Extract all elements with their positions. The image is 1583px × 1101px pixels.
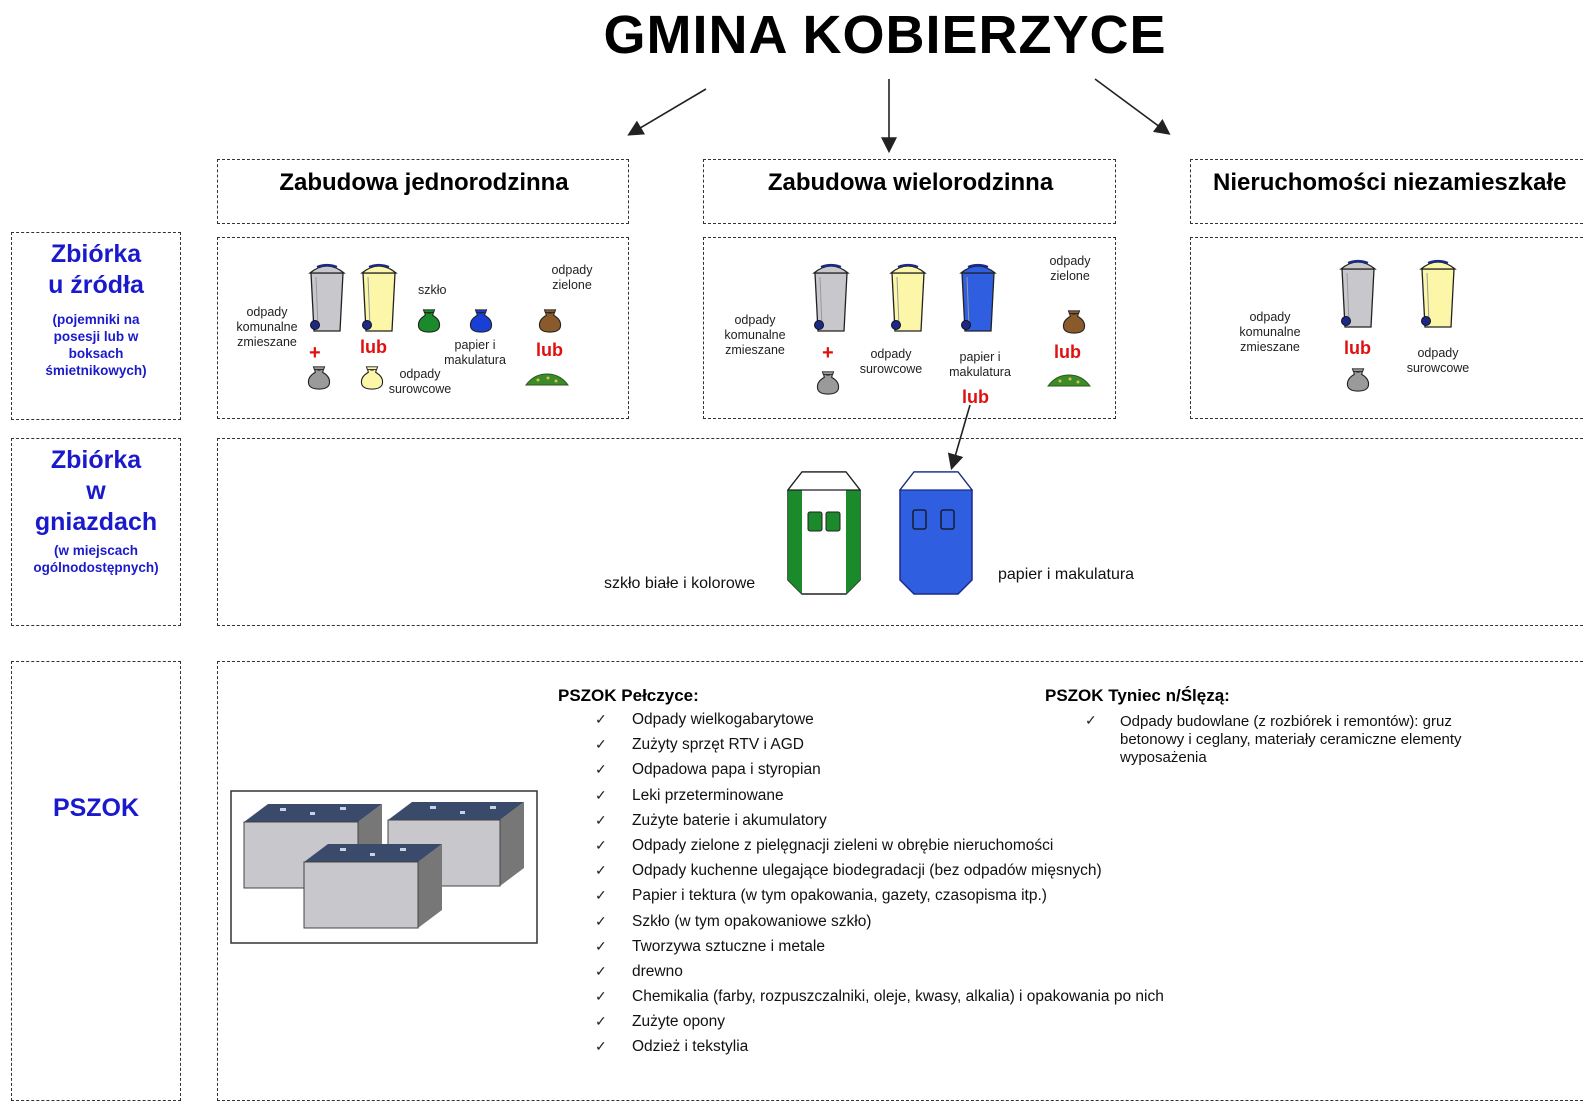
- check-icon: ✓: [1085, 712, 1097, 728]
- bag-icon: [1344, 366, 1372, 392]
- label-raw-waste: odpady surowcowe: [1406, 346, 1470, 375]
- yellow-bin-icon: [359, 261, 399, 335]
- check-icon: ✓: [595, 887, 607, 904]
- row-label-source: Zbiórka u źródła (pojemniki na posesji l…: [11, 232, 181, 420]
- column-title-non-residential: Nieruchomości niezamieszkałe: [1213, 169, 1567, 196]
- bag-icon: [467, 307, 495, 333]
- check-icon: ✓: [595, 962, 607, 979]
- label-paper: papier i makulatura: [949, 350, 1011, 379]
- row-title-source-line1: Zbiórka: [50, 240, 142, 268]
- check-icon: ✓: [595, 711, 607, 727]
- bag-icon: [415, 307, 443, 333]
- list-item: ✓Odpady zielone z pielęgnacji zieleni w …: [595, 833, 1164, 858]
- pszok-tyniec-item: Odpady budowlane (z rozbiórek i remontów…: [1120, 713, 1462, 766]
- nest-glass-label: szkło białe i kolorowe: [604, 575, 756, 592]
- yellow-bin-icon: [1418, 257, 1458, 331]
- row-title-nests-line3: gniazdach: [34, 508, 158, 536]
- list-item: ✓Chemikalia (farby, rozpuszczalniki, ole…: [595, 984, 1164, 1009]
- label-green-waste: odpady zielone: [1049, 254, 1091, 283]
- label-raw-waste: odpady surowcowe: [388, 367, 452, 396]
- lub-label: lub: [536, 340, 563, 360]
- check-icon: ✓: [595, 736, 607, 753]
- check-icon: ✓: [595, 912, 607, 929]
- column-title-multi-family: Zabudowa wielorodzinna: [767, 169, 1054, 196]
- column-header-multi-family: Zabudowa wielorodzinna: [703, 159, 1116, 224]
- lub-label: lub: [962, 387, 989, 407]
- check-icon: ✓: [595, 1038, 607, 1055]
- label-raw-waste: odpady surowcowe: [859, 347, 923, 376]
- label-mixed-waste: odpady komunalne zmieszane: [724, 313, 786, 357]
- check-icon: ✓: [595, 862, 607, 879]
- list-item: ✓Zużyte opony: [595, 1009, 1164, 1034]
- compost-icon: [1046, 373, 1092, 387]
- lub-label: lub: [360, 337, 387, 357]
- source-multi-family-box: [703, 237, 1116, 419]
- check-icon: ✓: [595, 836, 607, 853]
- plus-sign: +: [309, 342, 321, 364]
- label-mixed-waste: odpady komunalne zmieszane: [1239, 310, 1301, 354]
- blue-bin-icon: [958, 261, 998, 335]
- pszok-pelczyce-heading: PSZOK Pełczyce:: [558, 686, 699, 705]
- plus-sign: +: [822, 342, 834, 364]
- row-subtitle-nests: (w miejscach ogólnodostępnych): [33, 543, 159, 575]
- bag-icon: [1060, 308, 1088, 334]
- bag-icon: [305, 364, 333, 390]
- source-non-residential-box: [1190, 237, 1583, 419]
- pszok-buildings-icon: [230, 790, 538, 944]
- nest-paper-label: papier i makulatura: [998, 566, 1135, 583]
- list-item: ✓Szkło (w tym opakowaniowe szkło): [595, 909, 1164, 934]
- label-green-waste: odpady zielone: [551, 263, 593, 292]
- row-label-pszok: PSZOK: [11, 661, 181, 1101]
- paper-container-icon: [898, 471, 974, 595]
- yellow-bin-icon: [888, 261, 928, 335]
- row-label-nests: Zbiórka w gniazdach (w miejscach ogólnod…: [11, 438, 181, 626]
- bag-icon: [814, 369, 842, 395]
- list-item: ✓Leki przeterminowane: [595, 783, 1164, 808]
- label-paper: papier i makulatura: [444, 338, 506, 367]
- nests-box: [217, 438, 1583, 626]
- compost-icon: [524, 372, 570, 386]
- lub-label: lub: [1054, 342, 1081, 362]
- list-item: ✓Tworzywa sztuczne i metale: [595, 934, 1164, 959]
- arrow-left: [627, 88, 707, 136]
- check-icon: ✓: [595, 786, 607, 803]
- arrow-lub-to-paper: [947, 404, 971, 471]
- gray-bin-icon: [307, 261, 347, 335]
- source-single-family-box: [217, 237, 629, 419]
- list-item: ✓Zużyte baterie i akumulatory: [595, 808, 1164, 833]
- list-item: ✓Odpady wielkogabarytowe: [595, 707, 1164, 732]
- check-icon: ✓: [595, 988, 607, 1005]
- lub-label: lub: [1344, 338, 1371, 358]
- row-title-nests-line2: w: [86, 477, 106, 505]
- gray-bin-icon: [1338, 257, 1378, 331]
- check-icon: ✓: [595, 937, 607, 954]
- label-glass: szkło: [418, 283, 447, 297]
- check-icon: ✓: [595, 1013, 607, 1030]
- label-mixed-waste: odpady komunalne zmieszane: [236, 305, 298, 349]
- list-item: ✓drewno: [595, 959, 1164, 984]
- list-item: ✓Papier i tektura (w tym opakowania, gaz…: [595, 883, 1164, 908]
- column-title-single-family: Zabudowa jednorodzinna: [279, 169, 569, 196]
- list-item: ✓Zużyty sprzęt RTV i AGD: [595, 732, 1164, 757]
- row-title-pszok: PSZOK: [52, 794, 140, 822]
- row-title-source-line2: u źródła: [48, 271, 144, 299]
- pszok-pelczyce-list: ✓Odpady wielkogabarytowe ✓Zużyty sprzęt …: [595, 707, 1164, 1060]
- page-title: GMINA KOBIERZYCE: [603, 5, 1167, 65]
- pszok-tyniec-heading: PSZOK Tyniec n/Ślęzą:: [1045, 686, 1230, 705]
- column-header-non-residential: Nieruchomości niezamieszkałe: [1190, 159, 1583, 224]
- list-item: ✓Odpady kuchenne ulegające biodegradacji…: [595, 858, 1164, 883]
- gray-bin-icon: [811, 261, 851, 335]
- column-header-single-family: Zabudowa jednorodzinna: [217, 159, 629, 224]
- check-icon: ✓: [595, 811, 607, 828]
- list-item: ✓Odzież i tekstylia: [595, 1034, 1164, 1059]
- list-item: ✓Odpadowa papa i styropian: [595, 757, 1164, 782]
- row-title-nests-line1: Zbiórka: [50, 446, 142, 474]
- bag-icon: [536, 307, 564, 333]
- glass-container-icon: [786, 471, 862, 595]
- check-icon: ✓: [595, 761, 607, 778]
- arrow-right: [1094, 78, 1171, 135]
- row-subtitle-source: (pojemniki na posesji lub w boksach śmie…: [45, 312, 147, 378]
